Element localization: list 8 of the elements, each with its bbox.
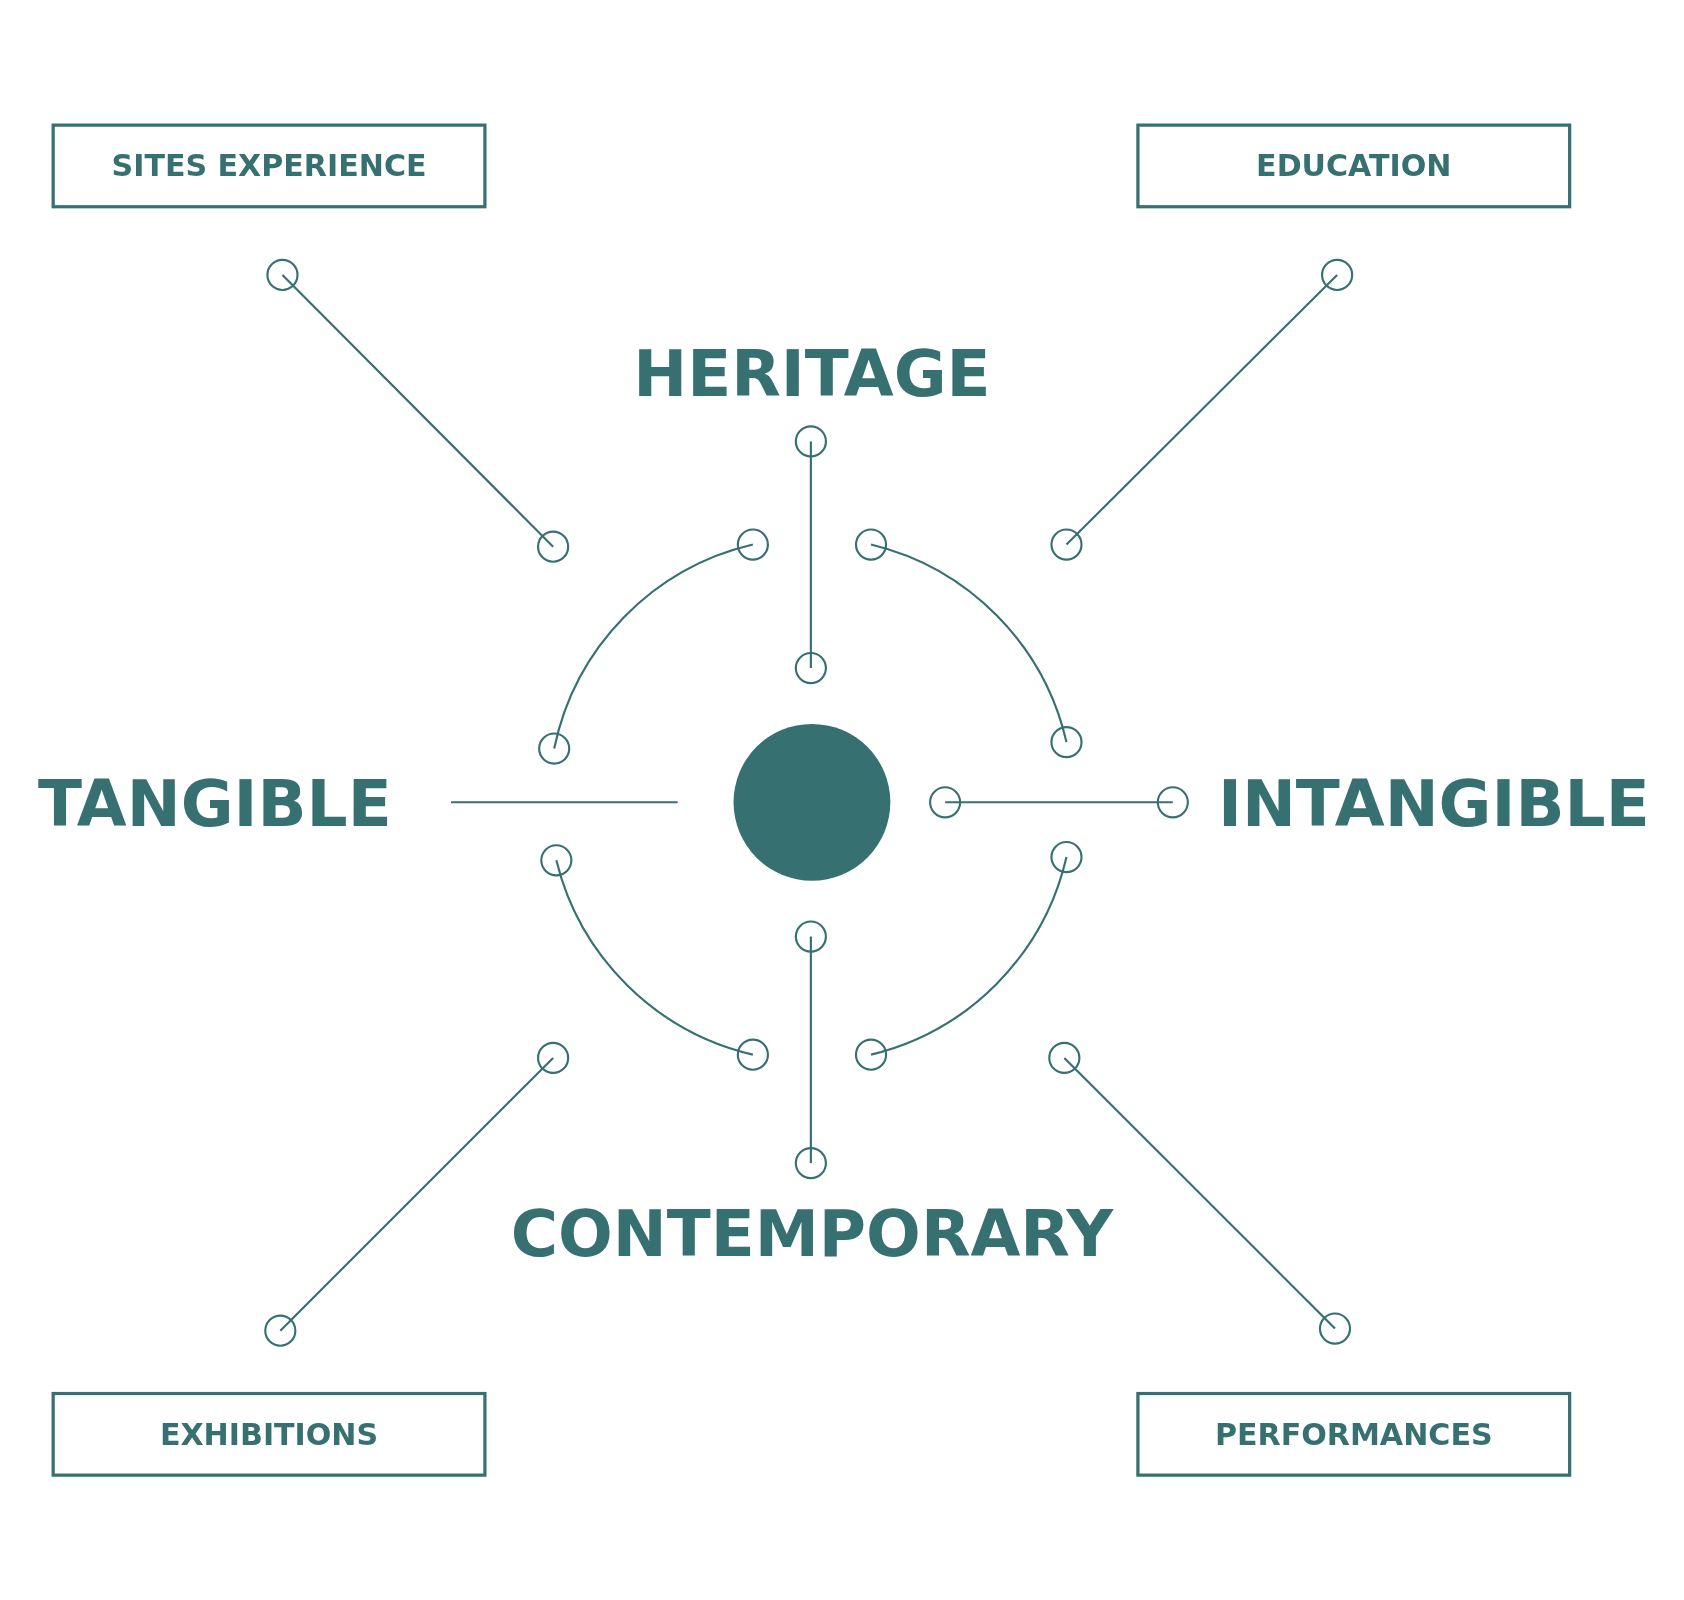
category-heading: CONTEMPORARY	[510, 1197, 1114, 1269]
category-box: EXHIBITIONS	[51, 1391, 487, 1477]
category-box: SITES EXPERIENCE	[51, 123, 487, 209]
category-box: EDUCATION	[1136, 123, 1572, 209]
category-heading: TANGIBLE	[37, 767, 392, 839]
category-heading: HERITAGE	[633, 338, 991, 410]
category-box: PERFORMANCES	[1136, 1391, 1572, 1477]
category-heading: INTANGIBLE	[1217, 767, 1650, 839]
